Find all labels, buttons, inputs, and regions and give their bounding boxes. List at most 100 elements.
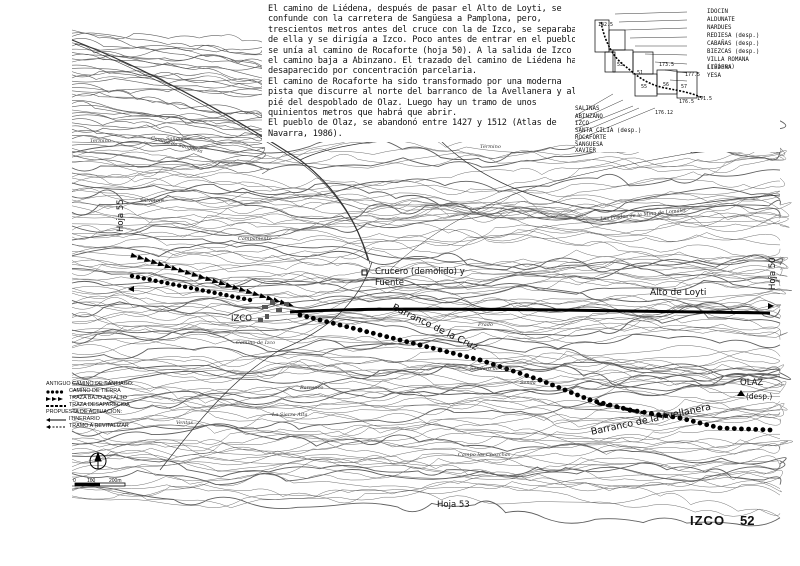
- contour-line: [71, 333, 781, 360]
- trail-dot-mark: [477, 357, 483, 363]
- contour-line: [71, 75, 270, 101]
- trail-dirt-right: [297, 312, 773, 433]
- contour-line: [71, 148, 263, 170]
- scale-label: 0: [73, 478, 76, 484]
- paragraph-2: El camino de Rocaforte ha sido transform…: [268, 76, 577, 119]
- contour-line: [71, 285, 781, 314]
- contour-line: [71, 125, 263, 142]
- contour-line: [71, 399, 788, 426]
- trail-dot-mark: [330, 320, 336, 326]
- trail-dot-mark: [746, 426, 751, 432]
- contour-line: [71, 369, 783, 416]
- contour-line: [71, 213, 781, 239]
- olaz-triangle: [737, 390, 745, 396]
- contour-line: [71, 344, 781, 398]
- contour-line: [71, 386, 781, 412]
- inset-label-cabanas: CABAÑAS (desp.): [707, 41, 760, 47]
- label-hoja-53: Hoja 53: [437, 500, 470, 510]
- contour-line: [71, 55, 267, 76]
- contour-line: [71, 354, 781, 392]
- contour-line: [71, 328, 781, 378]
- north-arrow-icon: [89, 451, 107, 470]
- trail-dot-mark: [581, 395, 587, 400]
- contour-line: [71, 405, 784, 442]
- trail-dot-mark: [410, 340, 416, 346]
- contour-line: [71, 71, 263, 86]
- trail-triangle-mark: [259, 293, 267, 299]
- contour-line: [71, 189, 781, 221]
- contour-line: [71, 305, 781, 355]
- trail-dot-mark: [543, 380, 549, 385]
- trail-dot-mark: [304, 314, 310, 320]
- trail-dot-mark: [753, 427, 759, 432]
- trail-dot-mark: [739, 426, 744, 432]
- inset-sheet-number: 171.5: [697, 96, 713, 102]
- trail-dot-mark: [704, 422, 710, 428]
- trail-dash-mark: [605, 403, 612, 408]
- contour-line: [71, 438, 781, 467]
- trail-dot-mark: [417, 342, 423, 348]
- trail-dot-mark: [241, 296, 247, 301]
- trail-triangle-mark: [252, 291, 260, 296]
- trail-vanished: [597, 402, 663, 418]
- trail-dot-mark: [670, 414, 676, 420]
- contour-line: [71, 224, 781, 281]
- contour-line: [71, 173, 786, 206]
- trail-asphalt: [130, 252, 294, 307]
- trail-dot-mark: [141, 276, 146, 281]
- inset-label-villa-romana: VILLA ROMANA (ruinas): [707, 57, 749, 70]
- contour-line: [71, 305, 781, 344]
- trail-dash-mark: [614, 405, 620, 410]
- contour-line: [71, 285, 781, 319]
- contour-line: [71, 44, 263, 58]
- legend-asphalt: TRAZA BAJO ASFALTO: [46, 395, 151, 402]
- minor-label: Ventas: [176, 420, 193, 426]
- trail-dot-mark: [384, 334, 390, 340]
- contour-line: [71, 70, 263, 84]
- trail-dot-mark: [430, 345, 436, 351]
- label-olaz: OLAZ: [740, 378, 764, 388]
- contour-line: [71, 473, 781, 519]
- contour-line: [71, 370, 781, 399]
- contour-line: [71, 426, 781, 471]
- contour-line: [71, 198, 792, 249]
- contour-line: [71, 261, 789, 295]
- contour-line: [71, 150, 787, 195]
- trail-dash-mark: [597, 402, 603, 406]
- contour-line: [71, 297, 781, 335]
- contour-line: [71, 438, 781, 482]
- contour-line: [71, 216, 781, 244]
- trail-dot-mark: [357, 327, 363, 333]
- contour-line: [71, 182, 781, 220]
- contour-line: [71, 235, 781, 276]
- index-inset-map: [574, 11, 704, 142]
- trail-dot-mark: [424, 344, 430, 350]
- inset-sheet-number: 173.5: [659, 62, 675, 68]
- contour-line: [71, 78, 263, 89]
- contour-line: [71, 277, 781, 295]
- contour-line: [71, 190, 781, 240]
- trail-dash-mark: [648, 412, 655, 417]
- contour-line: [71, 204, 790, 229]
- contour-line: [71, 58, 263, 79]
- contour-line: [71, 375, 787, 407]
- trail-dot-mark: [587, 397, 593, 403]
- trail-dot-mark: [171, 282, 176, 287]
- trail-triangle-mark: [205, 276, 213, 281]
- trail-dot-mark: [129, 273, 135, 279]
- inset-label-sanguesa: SANGUESA: [575, 142, 603, 148]
- trail-dot-mark: [690, 418, 696, 424]
- trail-dot-mark: [717, 425, 723, 431]
- triangles-swatch-icon: [46, 396, 63, 401]
- contour-line: [71, 154, 781, 185]
- sheet-arrow-right: [768, 303, 774, 309]
- inset-sheet-number: 57: [681, 84, 688, 90]
- arrow-swatch-icon: [46, 417, 66, 422]
- legend-itinerary: ITINERARIO: [46, 416, 151, 423]
- contour-line: [71, 265, 781, 304]
- trail-dot-mark: [510, 368, 516, 374]
- inset-label-santa-cilia: SANTA CILIA (desp.): [575, 128, 642, 134]
- trail-dot-mark: [397, 337, 403, 343]
- contour-line: [71, 190, 781, 236]
- trail-dot-mark: [697, 420, 703, 426]
